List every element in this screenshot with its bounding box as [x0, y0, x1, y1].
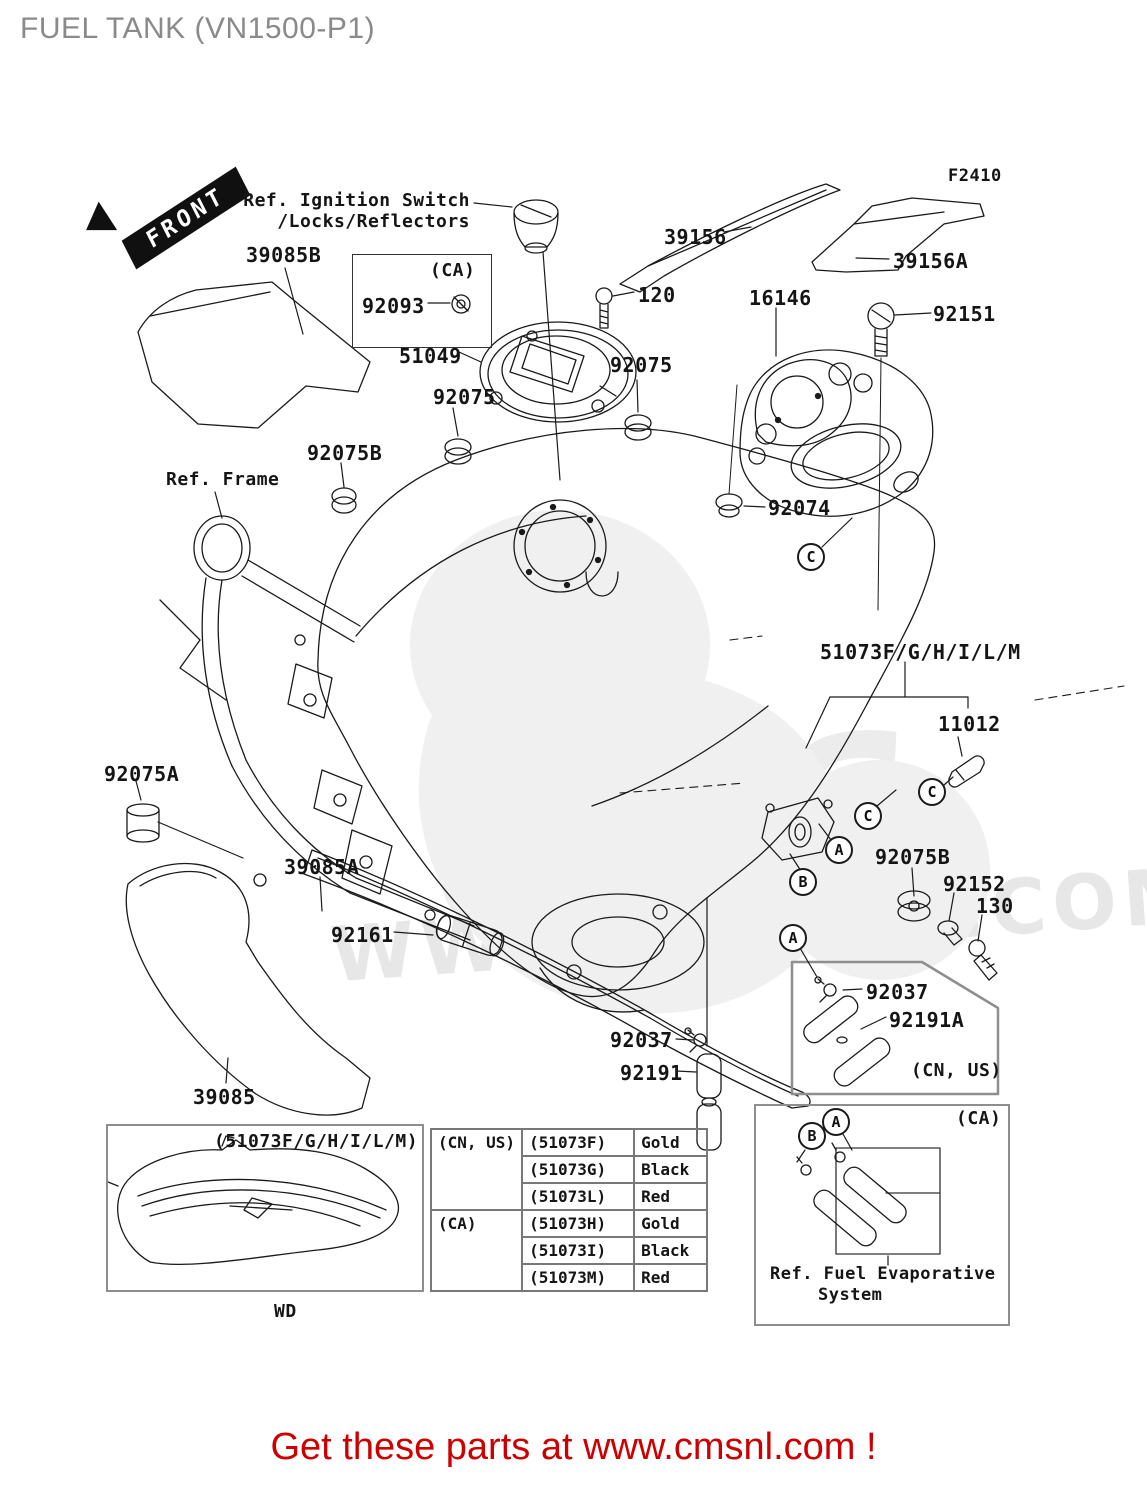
damper-92075A-icon — [126, 803, 160, 843]
region-ca-top: (CA) — [430, 260, 476, 281]
ref-fuel-evap-line2: System — [818, 1285, 883, 1305]
ignition-cap-icon — [513, 199, 559, 254]
variant-caption: (51073F/G/H/I/L/M) — [214, 1131, 419, 1152]
marker-a-3: A — [822, 1108, 850, 1136]
part-label-39085: 39085 — [193, 1085, 256, 1109]
part-cell: (51073H) — [521, 1209, 636, 1238]
part-label-92075-left: 92075 — [433, 385, 496, 409]
pad-39085B — [137, 281, 371, 429]
figure-code: F2410 — [948, 166, 1002, 186]
ref-ignition-switch-line2: /Locks/Reflectors — [277, 211, 470, 232]
table-row: (CA) (51073H) Gold — [429, 1209, 709, 1292]
part-label-92151: 92151 — [933, 302, 996, 326]
color-cell: Red — [633, 1263, 709, 1292]
part-label-92152: 92152 — [943, 872, 1006, 896]
marker-b-1: B — [789, 868, 817, 896]
part-label-92075B-left: 92075B — [307, 441, 383, 465]
part-cell: (51073I) — [521, 1236, 636, 1265]
speedometer-console — [739, 349, 934, 517]
color-cell: Gold — [633, 1128, 709, 1157]
marker-c-3: C — [854, 802, 882, 830]
fitment-color-table: (CN, US) (51073F) Gold (51073G) Black (5… — [429, 1128, 709, 1292]
part-label-39085A: 39085A — [284, 855, 360, 879]
peg-11012-icon — [948, 755, 985, 788]
trim-39156 — [619, 183, 841, 293]
part-label-92075B-right: 92075B — [875, 845, 951, 869]
color-cell: Red — [633, 1182, 709, 1211]
marker-a-1: A — [825, 836, 853, 864]
color-cell: Black — [633, 1155, 709, 1184]
part-label-92075-right: 92075 — [610, 353, 673, 377]
page-title: FUEL TANK (VN1500-P1) — [20, 12, 376, 45]
part-label-92161: 92161 — [331, 923, 394, 947]
grommet-92075-right-icon — [624, 414, 652, 441]
part-label-51049: 51049 — [399, 344, 462, 368]
table-row: (CN, US) (51073F) Gold — [429, 1128, 709, 1211]
part-label-92037-mid: 92037 — [610, 1028, 673, 1052]
region-cn-us-box: (CN, US) — [911, 1060, 1002, 1081]
part-cell: (51073G) — [521, 1155, 636, 1184]
grommet-92074-icon — [715, 384, 743, 518]
part-label-92037-box: 92037 — [866, 980, 929, 1004]
part-label-51073-combo: 51073F/G/H/I/L/M — [820, 640, 1021, 664]
grommet-92075-left-icon — [444, 438, 472, 465]
part-label-39085B: 39085B — [246, 243, 322, 267]
part-label-92191: 92191 — [620, 1061, 683, 1085]
part-cell: (51073M) — [521, 1263, 636, 1292]
grommet-92075B-left-icon — [331, 487, 357, 514]
ref-fuel-evap-line1: Ref. Fuel Evaporative — [770, 1264, 996, 1284]
color-cell: Gold — [633, 1209, 709, 1238]
clamp-92037-mid-icon — [684, 1027, 707, 1053]
bolt-92151-icon — [867, 302, 895, 611]
front-direction-arrow: FRONT — [121, 166, 251, 270]
marker-a-2: A — [779, 924, 807, 952]
part-label-120: 120 — [638, 283, 676, 307]
bolt-120-icon — [595, 287, 613, 329]
region-cell-cn-us: (CN, US) — [429, 1128, 524, 1211]
front-arrowhead-icon — [76, 201, 118, 245]
part-label-16146: 16146 — [749, 286, 812, 310]
region-cell-ca: (CA) — [429, 1209, 524, 1292]
part-label-92191A: 92191A — [889, 1008, 965, 1032]
marker-c-2: C — [918, 778, 946, 806]
part-label-92074: 92074 — [768, 496, 831, 520]
region-ca-bottom: (CA) — [956, 1108, 1002, 1129]
hose-92191A-icons — [803, 995, 891, 1087]
part-label-39156A: 39156A — [893, 249, 969, 273]
ref-frame-label: Ref. Frame — [166, 469, 280, 490]
part-label-39156: 39156 — [664, 225, 727, 249]
part-label-11012: 11012 — [938, 712, 1001, 736]
ref-ignition-switch-line1: Ref. Ignition Switch — [243, 190, 470, 211]
part-label-92075A: 92075A — [104, 762, 180, 786]
part-cell: (51073F) — [521, 1128, 636, 1157]
clamp-92037-box-icon — [814, 976, 837, 1003]
marker-b-2: B — [798, 1122, 826, 1150]
part-label-92093: 92093 — [362, 294, 425, 318]
marker-c-1: C — [797, 543, 825, 571]
color-cell: Black — [633, 1236, 709, 1265]
footer-promo-link[interactable]: Get these parts at www.cmsnl.com ! — [270, 1426, 877, 1468]
part-cell: (51073L) — [521, 1182, 636, 1211]
part-label-130: 130 — [976, 894, 1014, 918]
wd-code: WD — [274, 1301, 297, 1322]
